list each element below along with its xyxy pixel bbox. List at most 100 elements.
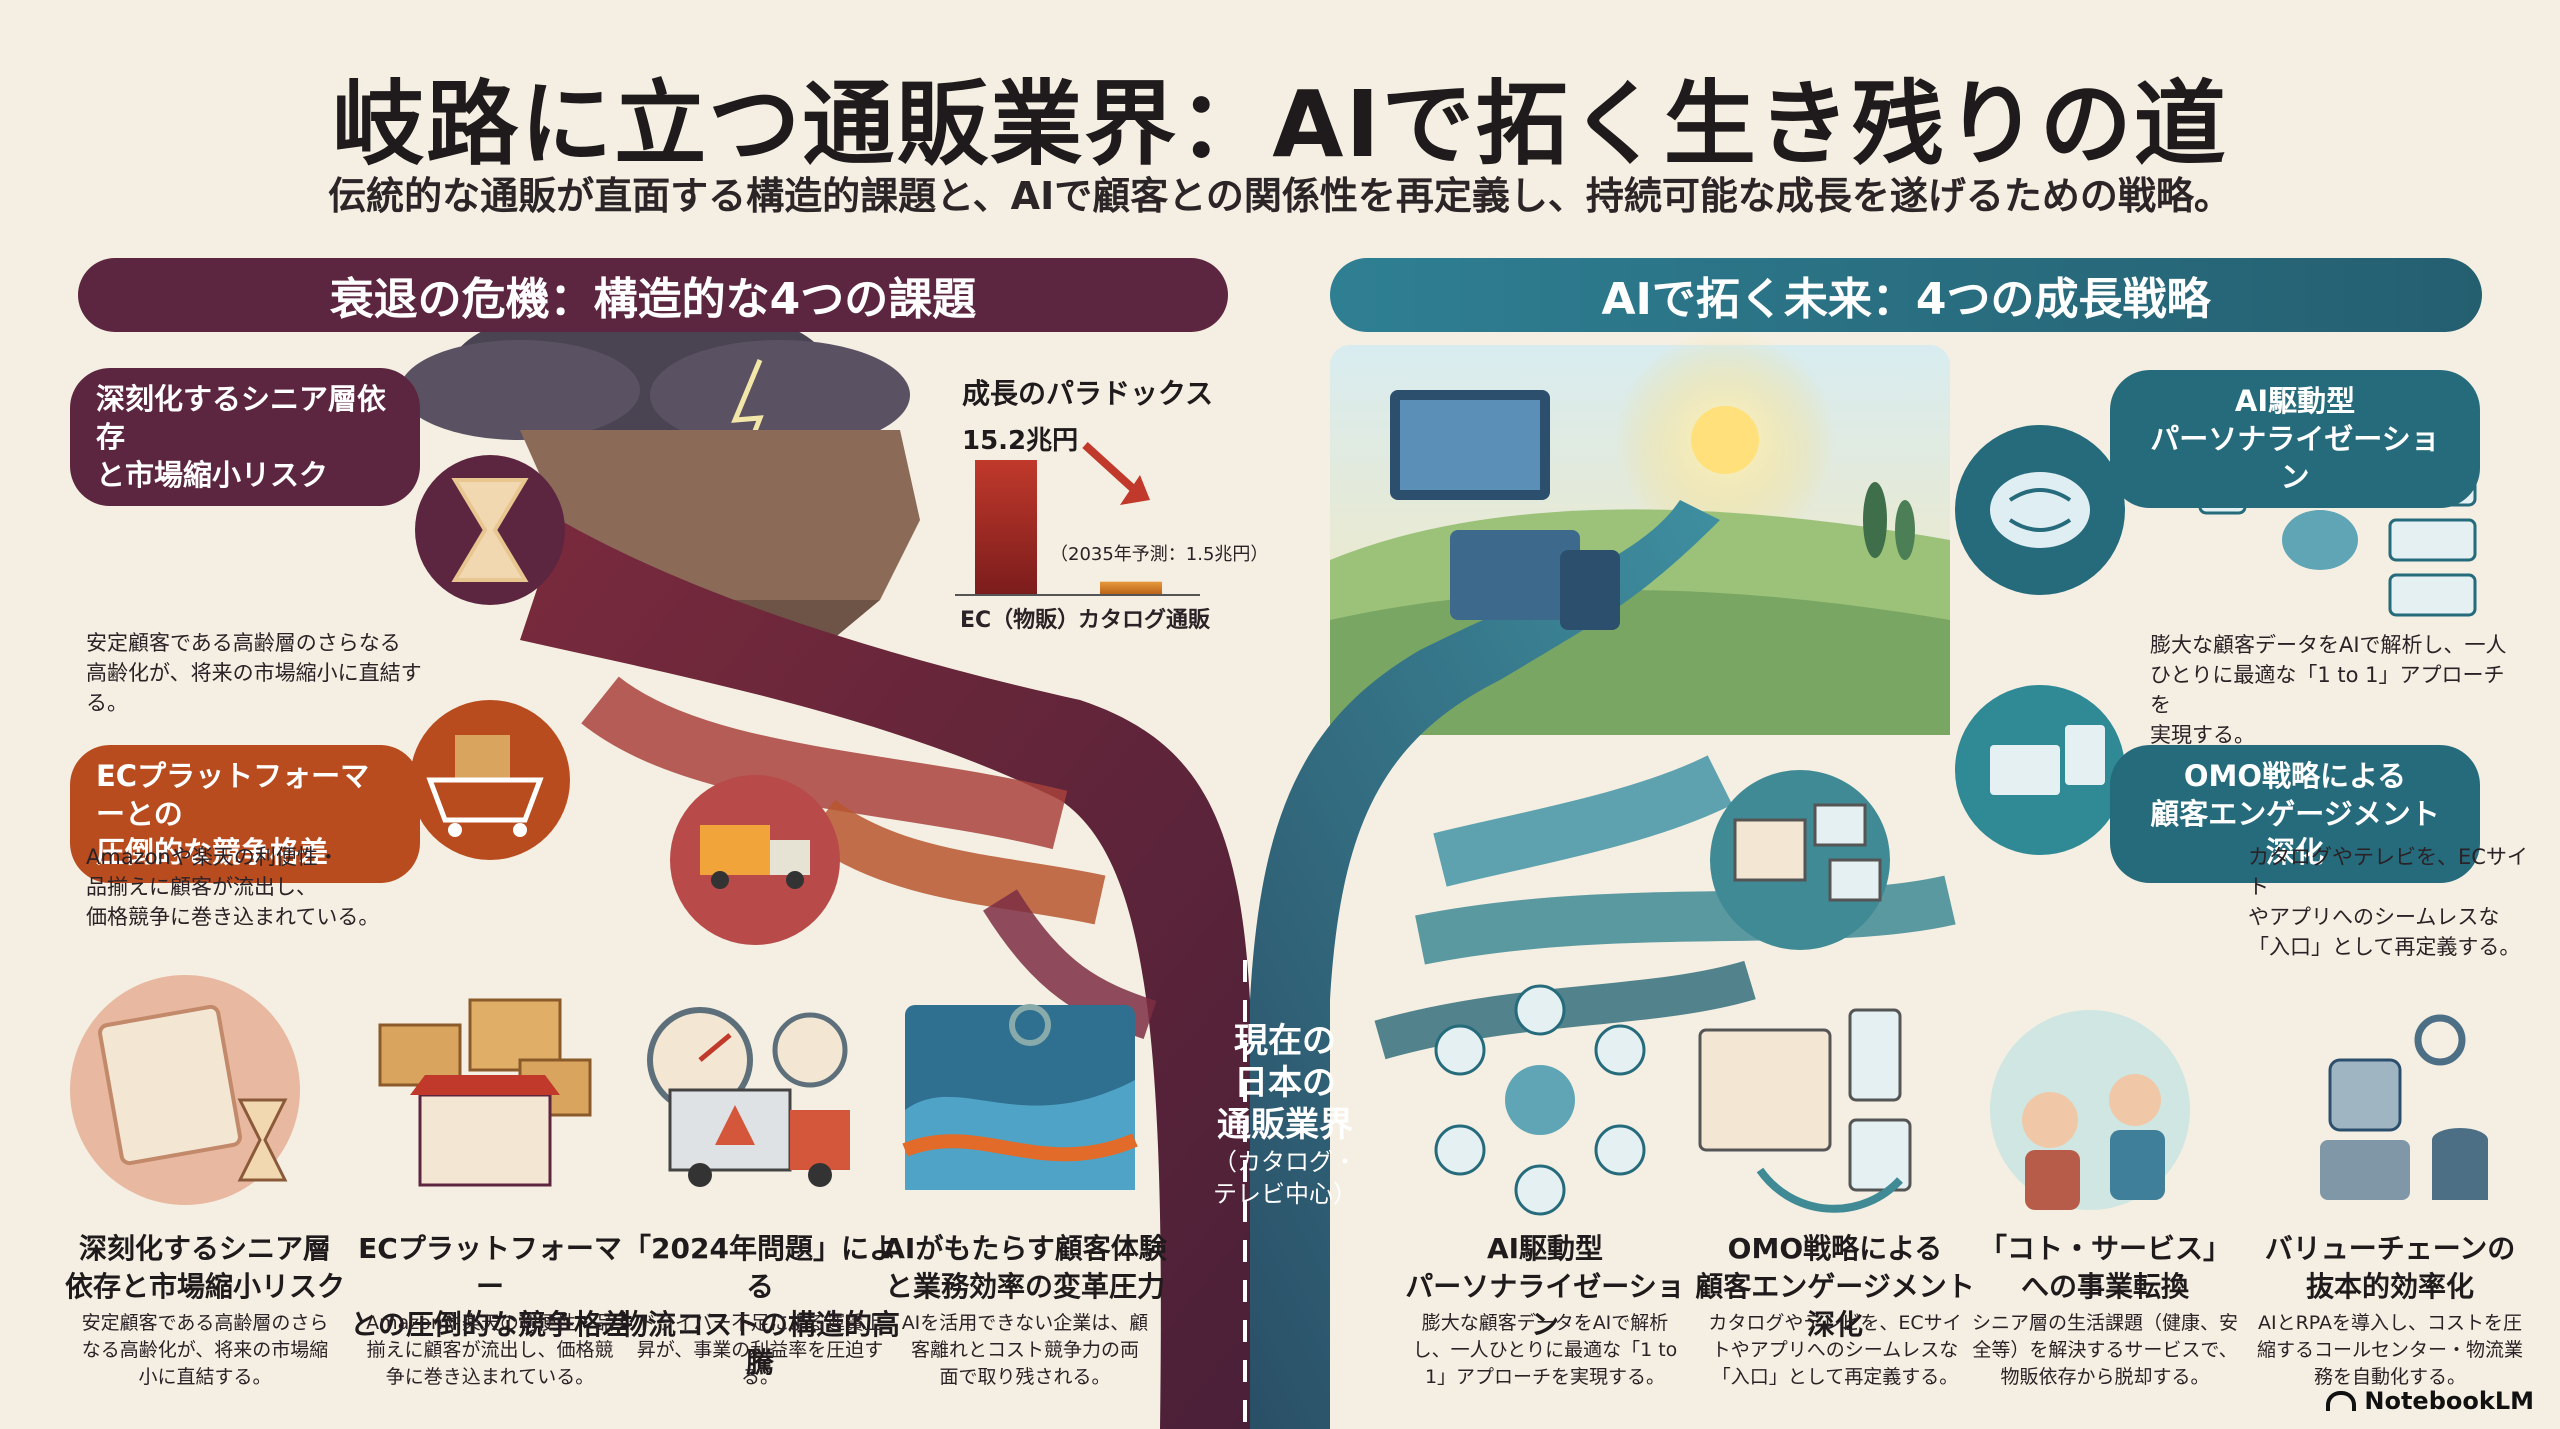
paradox-bar-2 xyxy=(1100,581,1162,595)
bottom-card-desc: AIを活用できない企業は、顧客離れとコスト競争力の両面で取り残される。 xyxy=(880,1310,1170,1391)
bottom-card-title: バリューチェーンの抜本的効率化 xyxy=(2245,1230,2535,1306)
paradox-title: 成長のパラドックス xyxy=(962,377,1214,410)
brain-icon xyxy=(1955,425,2125,595)
paradox-value-label: 15.2兆円 xyxy=(962,426,1079,456)
center-line3: 通販業界 xyxy=(1217,1105,1353,1145)
desc-line2: 高齢化が、将来の市場縮小に直結する。 xyxy=(86,661,422,715)
bottom-card-title-line: 物流コストの構造的高騰 xyxy=(619,1308,900,1379)
current-industry-label: 現在の 日本の 通販業界 （カタログ・ テレビ中心） xyxy=(1180,1020,1390,1210)
bottom-card-desc-line: 膨大な顧客データをAIで解析 xyxy=(1421,1312,1669,1334)
callout-title-line1: 深刻化するシニア層依存 xyxy=(96,382,387,454)
bottom-card-title: OMO戦略による顧客エンゲージメント深化 xyxy=(1690,1230,1980,1344)
senior-dependency-desc: 安定顧客である高齢層のさらなる 高齢化が、将来の市場縮小に直結する。 xyxy=(86,628,446,718)
bottom-card-title-line: AIがもたらす顧客体験 xyxy=(883,1232,1167,1265)
shopping-cart-icon xyxy=(410,700,570,860)
tablet-dashboard-illustration xyxy=(1390,390,1620,630)
bottom-card-title-line: 深刻化するシニア層 xyxy=(78,1232,331,1265)
bottom-card-title: AI駆動型パーソナライゼーション xyxy=(1400,1230,1690,1344)
callout-title-line2: と市場縮小リスク xyxy=(96,458,329,492)
bottom-card-desc-line: 揃えに顧客が流出し、価格競 xyxy=(366,1339,614,1361)
bottom-card-desc-line: 争に巻き込まれている。 xyxy=(385,1366,595,1388)
center-line2: 日本の xyxy=(1234,1063,1336,1103)
decline-arrow-icon xyxy=(1082,442,1143,498)
catalog-hourglass-illustration xyxy=(70,975,300,1205)
bottom-card-desc-line: ドライバー不足による運賃上 xyxy=(636,1312,884,1334)
senior-dependency-callout: 深刻化するシニア層依存 と市場縮小リスク xyxy=(70,368,420,506)
bottom-card-desc-line: なる高齢化が、将来の市場縮 xyxy=(81,1339,329,1361)
center-line4: （カタログ・ xyxy=(1213,1148,1357,1176)
bottom-card-desc-line: シニア層の生活課題（健康、安 xyxy=(1971,1312,2238,1334)
bottom-card-desc-line: 1」アプローチを実現する。 xyxy=(1424,1366,1666,1388)
desc-line1: カタログやテレビを、ECサイト xyxy=(2248,845,2528,899)
bottom-card-desc-line: 全等）を解決するサービスで、 xyxy=(1972,1339,2238,1361)
ec-competition-desc: Amazonや楽天の利便性・ 品揃えに顧客が流出し、 価格競争に巻き込まれている… xyxy=(86,842,416,932)
desc-line1: Amazonや楽天の利便性・ xyxy=(86,845,339,869)
callout-title-line2: 顧客エンゲージメント深化 xyxy=(2150,797,2440,869)
ec-competition-callout: ECプラットフォーマーとの 圧倒的な競争格差 xyxy=(70,745,420,883)
bottom-card-desc-line: カタログやテレビを、ECサイ xyxy=(1708,1312,1962,1334)
bottom-card-desc-line: AIを活用できない企業は、顧 xyxy=(901,1312,1149,1334)
bottom-card-desc-line: 安定顧客である高齢層のさら xyxy=(81,1312,329,1334)
bottom-card-title-line: 「2024年問題」による xyxy=(623,1232,897,1303)
desc-line2: やアプリへのシームレスな xyxy=(2248,905,2500,929)
desc-line1: 安定顧客である高齢層のさらなる xyxy=(86,631,401,655)
callout-title-line1: AI駆動型 xyxy=(2234,384,2356,418)
callout-title-line1: ECプラットフォーマーとの xyxy=(96,759,370,831)
bottom-card-desc-line: 昇が、事業の利益率を圧迫す xyxy=(636,1339,884,1361)
paradox-bar-1 xyxy=(975,460,1037,595)
bottom-card-desc: Amazonや楽天の利便性・品揃えに顧客が流出し、価格競争に巻き込まれている。 xyxy=(345,1310,635,1391)
bottom-card-title-line: との圧倒的な競争格差 xyxy=(350,1308,630,1341)
left-road xyxy=(520,520,1250,1429)
desc-line2: ひとりに最適な「1 to 1」アプローチを xyxy=(2150,663,2505,717)
bottom-card-desc: 安定顧客である高齢層のさらなる高齢化が、将来の市場縮小に直結する。 xyxy=(60,1310,350,1391)
paradox-category-catalog: カタログ通販 xyxy=(1078,608,1211,633)
bottom-card-title-line: 顧客エンゲージメント深化 xyxy=(1695,1270,1975,1341)
callout-title-line2: パーソナライゼーション xyxy=(2150,422,2440,494)
decline-banner: 衰退の危機：構造的な4つの課題 xyxy=(78,258,1228,332)
omo-strategy-desc: カタログやテレビを、ECサイト やアプリへのシームレスな 「入口」として再定義す… xyxy=(2248,842,2538,962)
truck-icon xyxy=(670,775,840,945)
bottom-card-title-line: 依存と市場縮小リスク xyxy=(64,1270,345,1303)
callout-title-line1: OMO戦略による xyxy=(2183,759,2407,793)
ai-personalization-callout: AI駆動型 パーソナライゼーション xyxy=(2110,370,2480,508)
catalog-phone-illustration xyxy=(1698,1008,1912,1213)
desc-line2: 品揃えに顧客が流出し、 xyxy=(86,875,317,899)
bottom-card-desc-line: 面で取り残される。 xyxy=(939,1366,1111,1388)
notebooklm-logo: NotebookLM xyxy=(2326,1387,2534,1415)
center-line5: テレビ中心） xyxy=(1213,1180,1357,1208)
callout-title-line2: 圧倒的な競争格差 xyxy=(96,835,329,869)
center-line1: 現在の xyxy=(1234,1021,1336,1061)
bottom-card-desc: 膨大な顧客データをAIで解析し、一人ひとりに最適な「1 to 1」アプローチを実現… xyxy=(1400,1310,1690,1391)
bottom-card-desc-line: Amazonや楽天の利便性・品 xyxy=(366,1312,614,1334)
bottom-card-title: AIがもたらす顧客体験と業務効率の変革圧力 xyxy=(880,1230,1170,1306)
page-subtitle: 伝統的な通販が直面する構造的課題と、AIで顧客との関係性を再定義し、持続可能な成… xyxy=(328,174,2232,218)
bottom-card-title: 「コト・サービス」への事業転換 xyxy=(1960,1230,2250,1306)
bottom-card-desc: シニア層の生活課題（健康、安全等）を解決するサービスで、物販依存から脱却する。 xyxy=(1960,1310,2250,1391)
growth-banner: AIで拓く未来：4つの成長戦略 xyxy=(1330,258,2482,332)
desc-line3: 「入口」として再定義する。 xyxy=(2248,935,2521,959)
bottom-card-title-line: OMO戦略による xyxy=(1727,1232,1943,1265)
bottom-card-title: 「2024年問題」による物流コストの構造的高騰 xyxy=(615,1230,905,1382)
bottom-card-title-line: ECプラットフォーマー xyxy=(358,1232,622,1303)
ai-personalization-desc: 膨大な顧客データをAIで解析し、一人 ひとりに最適な「1 to 1」アプローチを… xyxy=(2150,630,2510,750)
hourglass-icon xyxy=(415,455,565,605)
bottom-card-title-line: 「コト・サービス」 xyxy=(1978,1232,2231,1265)
bottom-card-title-line: への事業転換 xyxy=(2020,1270,2189,1303)
bottom-card-desc-line: し、一人ひとりに最適な「1 to xyxy=(1412,1339,1678,1361)
bottom-card-title-line: と業務効率の変革圧力 xyxy=(884,1270,1165,1303)
omni-channel-icon xyxy=(1955,685,2125,855)
robot-server-illustration xyxy=(2320,1014,2488,1200)
gauge-truck-illustration xyxy=(647,1007,850,1187)
bottom-card-desc-line: 縮するコールセンター・物流業 xyxy=(2256,1339,2523,1361)
notebooklm-logo-icon xyxy=(2326,1391,2357,1411)
desc-line1: 膨大な顧客データをAIで解析し、一人 xyxy=(2150,633,2507,657)
bottom-card-title: ECプラットフォーマーとの圧倒的な競争格差 xyxy=(345,1230,635,1344)
ai-network-illustration xyxy=(1434,984,1646,1216)
bottom-card-title-line: バリューチェーンの xyxy=(2264,1232,2516,1265)
bottom-card-title: 深刻化するシニア層依存と市場縮小リスク xyxy=(60,1230,350,1306)
bottom-card-desc-line: 客離れとコスト競争力の両 xyxy=(910,1339,1139,1361)
bottom-card-title-line: 抜本的効率化 xyxy=(2305,1270,2474,1303)
bottom-card-desc-line: AIとRPAを導入し、コストを圧 xyxy=(2257,1312,2523,1334)
desc-line3: 実現する。 xyxy=(2150,723,2255,747)
